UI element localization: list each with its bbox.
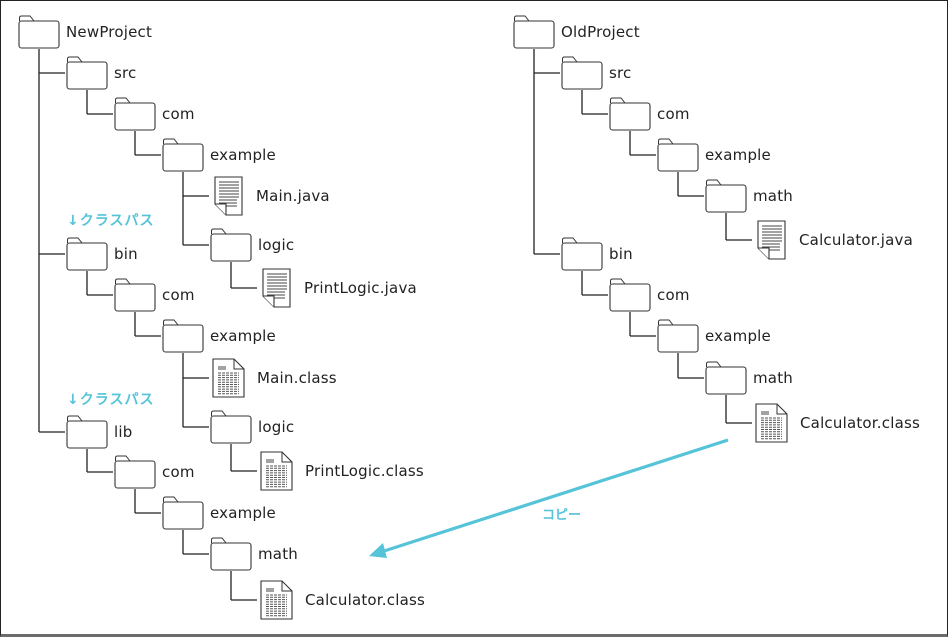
java-file-icon [260,268,292,308]
folder-icon [657,138,699,172]
folder-example[interactable]: example [162,138,276,172]
folder-icon [66,237,108,271]
java-file-icon [755,220,787,260]
folder-name: NewProject [66,23,153,41]
folder-example[interactable]: example [657,319,771,353]
folder-name: com [162,463,195,481]
folder-icon [561,237,603,271]
folder-name: example [210,327,276,345]
folder-newproject[interactable]: NewProject [18,15,152,49]
folder-name: bin [114,245,138,263]
file-calculator-java[interactable]: Calculator.java [755,220,913,260]
folder-name: math [753,187,793,205]
folder-name: example [210,504,276,522]
folder-com[interactable]: com [609,278,690,312]
copy-arrow-label: コピー [542,508,582,523]
folder-name: math [258,545,298,563]
folder-example[interactable]: example [657,138,771,172]
folder-icon [609,278,651,312]
folder-name: src [114,64,137,82]
folder-name: bin [609,245,633,263]
folder-icon [162,138,204,172]
folder-icon [18,15,60,49]
folder-name: example [705,327,771,345]
folder-name: com [657,286,690,304]
file-name: Calculator.class [305,591,425,609]
file-main-java[interactable]: Main.java [212,176,330,216]
folder-icon [66,415,108,449]
folder-icon [705,179,747,213]
folder-icon [705,361,747,395]
copy-arrow-line [380,438,729,554]
folder-icon [114,278,156,312]
file-calculator-class[interactable]: Calculator.class [260,580,425,620]
classpath-annotation: ↓クラスパス [67,213,155,229]
folder-name: src [609,64,632,82]
folder-oldproject[interactable]: OldProject [513,15,640,49]
folder-com[interactable]: com [114,97,195,131]
folder-example[interactable]: example [162,319,276,353]
folder-name: OldProject [561,23,640,41]
folder-math[interactable]: math [210,537,298,571]
folder-name: lib [114,423,133,441]
folder-name: com [657,105,690,123]
folder-example[interactable]: example [162,496,276,530]
class-file-icon [755,403,788,443]
folder-icon [162,496,204,530]
folder-bin[interactable]: bin [561,237,633,271]
folder-math[interactable]: math [705,179,793,213]
copy-arrow-head [369,543,387,558]
file-calculator-class[interactable]: Calculator.class [755,403,920,443]
class-file-icon [260,451,293,491]
folder-name: com [162,286,195,304]
folder-icon [114,455,156,489]
folder-name: com [162,105,195,123]
class-file-icon [260,580,293,620]
file-name: PrintLogic.java [304,279,417,297]
folder-name: logic [258,418,295,436]
folder-bin[interactable]: bin [66,237,138,271]
file-printlogic-java[interactable]: PrintLogic.java [260,268,417,308]
file-name: Calculator.class [800,414,920,432]
file-name: Main.java [256,187,330,205]
folder-logic[interactable]: logic [210,410,294,444]
file-name: Main.class [257,369,337,387]
classpath-annotation: ↓クラスパス [67,392,155,408]
folder-icon [609,97,651,131]
file-name: PrintLogic.class [305,462,424,480]
folder-icon [66,56,108,90]
folder-icon [210,410,252,444]
folder-icon [513,15,555,49]
folder-name: logic [258,236,295,254]
folder-com[interactable]: com [114,455,195,489]
class-file-icon [212,358,245,398]
folder-name: math [753,369,793,387]
folder-icon [210,228,252,262]
folder-name: example [705,146,771,164]
folder-src[interactable]: src [66,56,137,90]
folder-math[interactable]: math [705,361,793,395]
folder-name: example [210,146,276,164]
copy-arrow [369,438,729,558]
file-name: Calculator.java [799,231,913,249]
folder-com[interactable]: com [609,97,690,131]
folder-logic[interactable]: logic [210,228,294,262]
folder-icon [162,319,204,353]
folder-icon [657,319,699,353]
folder-com[interactable]: com [114,278,195,312]
folder-icon [561,56,603,90]
java-file-icon [212,176,244,216]
file-main-class[interactable]: Main.class [212,358,337,398]
file-printlogic-class[interactable]: PrintLogic.class [260,451,424,491]
folder-icon [210,537,252,571]
folder-src[interactable]: src [561,56,632,90]
folder-lib[interactable]: lib [66,415,132,449]
folder-icon [114,97,156,131]
